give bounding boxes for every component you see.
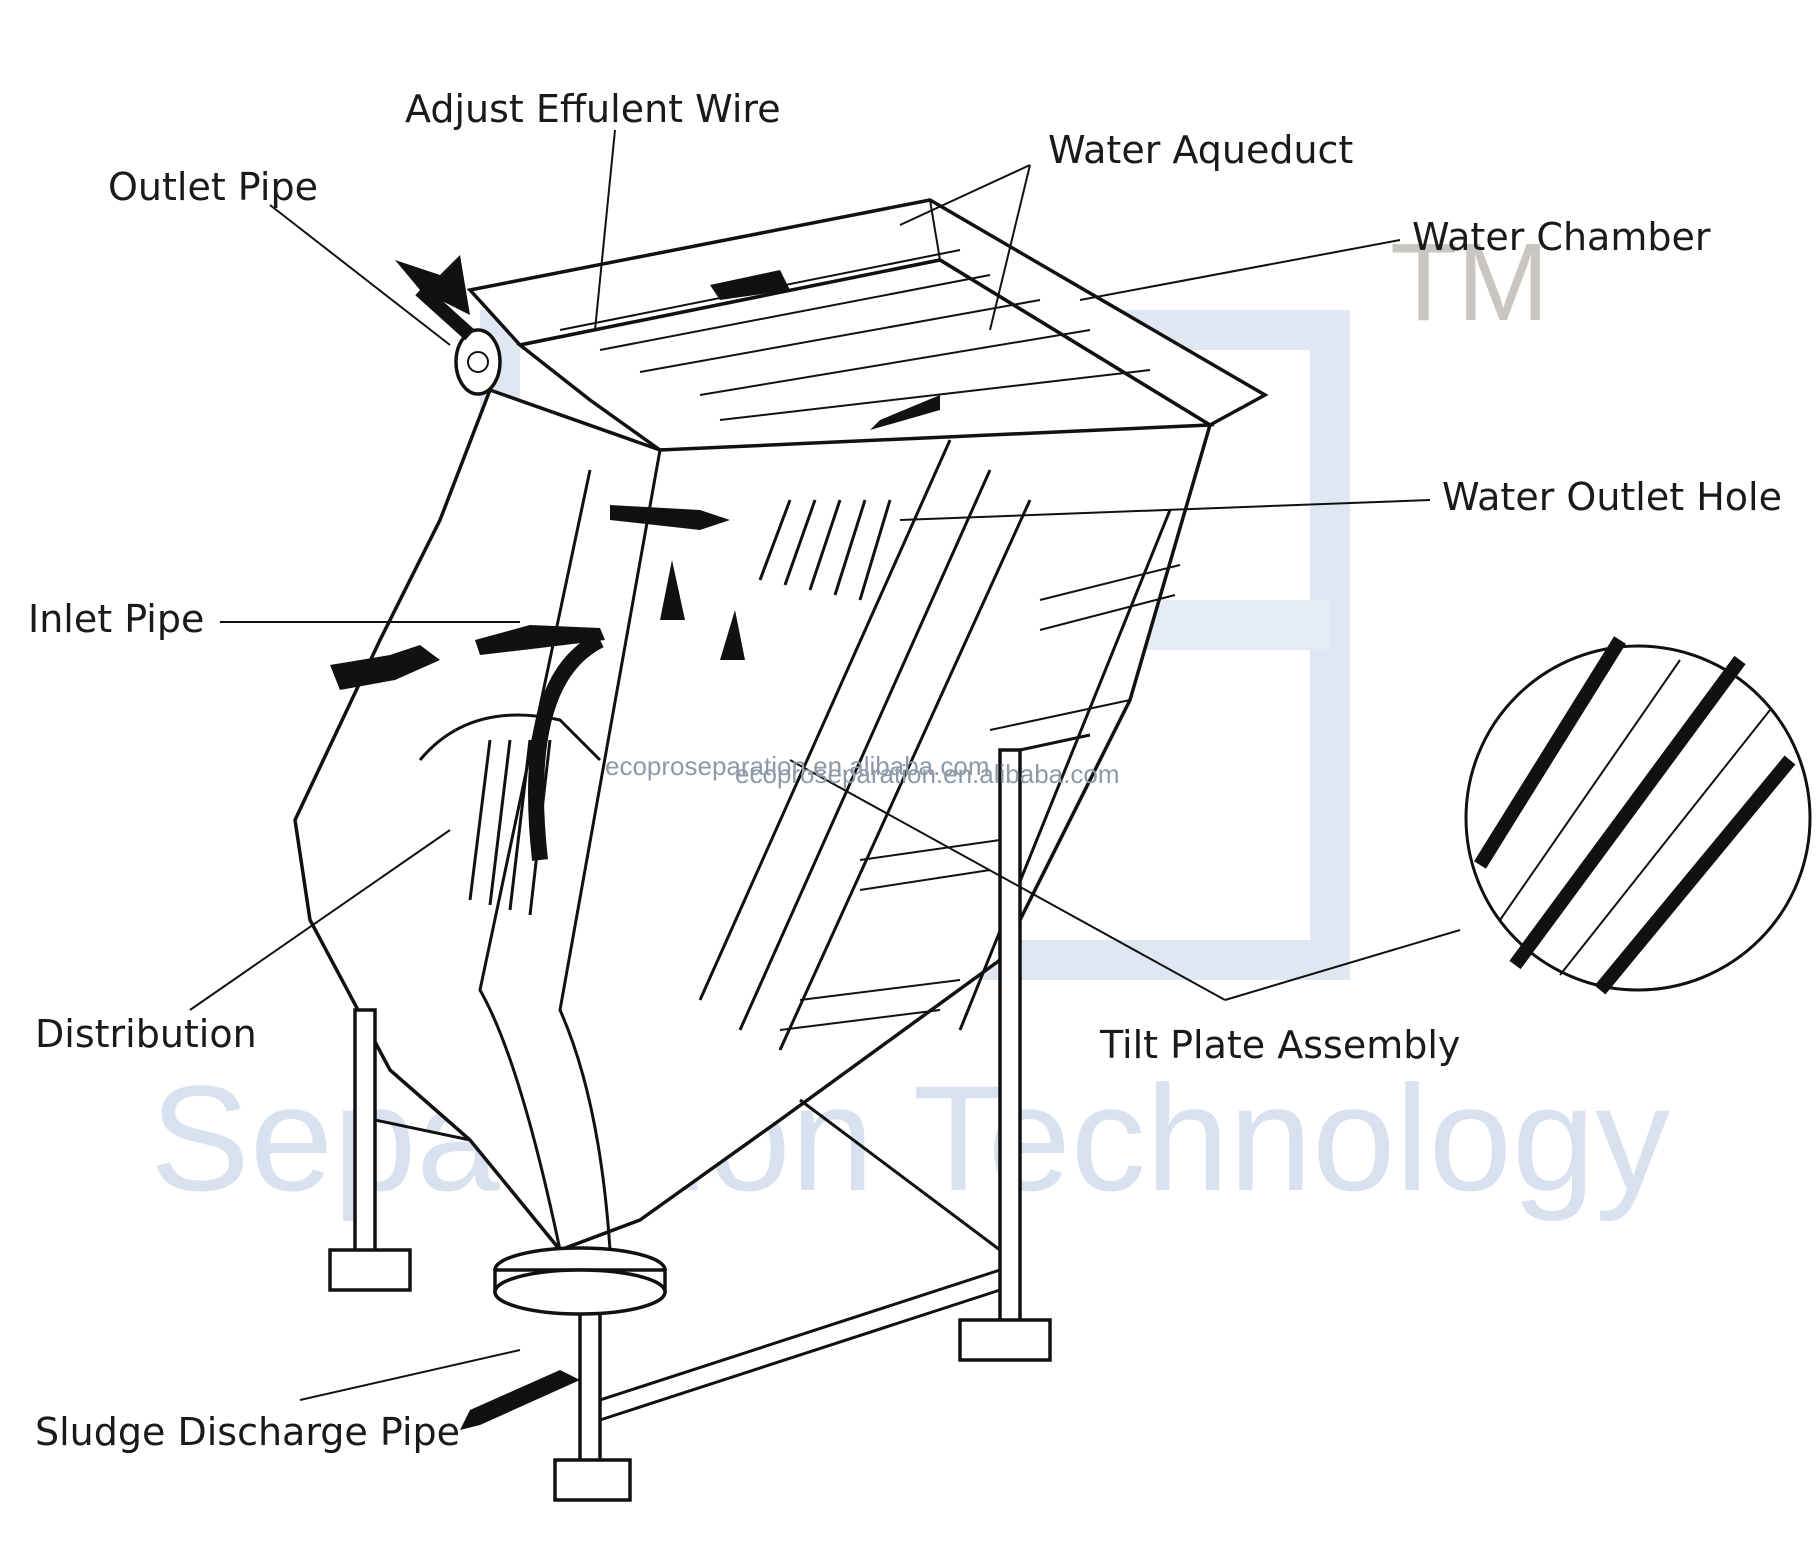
leader-outlet-pipe [269, 204, 451, 346]
leader-water-outlet-hole [899, 499, 1431, 521]
leader-sludge-discharge [299, 1349, 521, 1401]
leader-adjust-effluent-wire [594, 129, 616, 331]
leader-lines [189, 129, 1461, 1401]
top-trough [466, 198, 1269, 452]
label-water-aqueduct: Water Aqueduct [1048, 128, 1353, 172]
label-water-chamber: Water Chamber [1412, 215, 1711, 259]
label-water-outlet-hole: Water Outlet Hole [1442, 475, 1782, 519]
watermark-url-2: ecoproseparation.en.alibaba.com [735, 759, 1119, 789]
watermark-url-1: ecoproseparation.en.alibaba.com [605, 751, 989, 781]
flow-arrows [330, 255, 940, 1430]
watermark-tagline: Separation Technology [150, 1054, 1670, 1222]
label-adjust-effluent-wire: Adjust Effulent Wire [405, 87, 781, 131]
label-outlet-pipe: Outlet Pipe [108, 165, 318, 209]
label-distribution: Distribution [35, 1012, 257, 1056]
watermark-trademark: TM [1390, 221, 1549, 344]
leader-tilt-plate-2 [1224, 929, 1461, 1001]
leader-water-aqueduct-2 [989, 164, 1031, 331]
leader-water-chamber [1079, 239, 1401, 301]
leader-distribution [189, 829, 451, 1011]
label-tilt-plate-assembly: Tilt Plate Assembly [1099, 1023, 1460, 1067]
magnified-plates [1464, 636, 1812, 995]
label-inlet-pipe: Inlet Pipe [28, 597, 204, 641]
leader-water-aqueduct-1 [899, 164, 1031, 226]
label-sludge-discharge-pipe: Sludge Discharge Pipe [35, 1410, 460, 1454]
support-frame [328, 733, 1091, 1502]
outlet-flange [454, 328, 502, 396]
leader-tilt-plate-1 [789, 759, 1226, 1001]
bottom-flange [493, 1246, 667, 1316]
